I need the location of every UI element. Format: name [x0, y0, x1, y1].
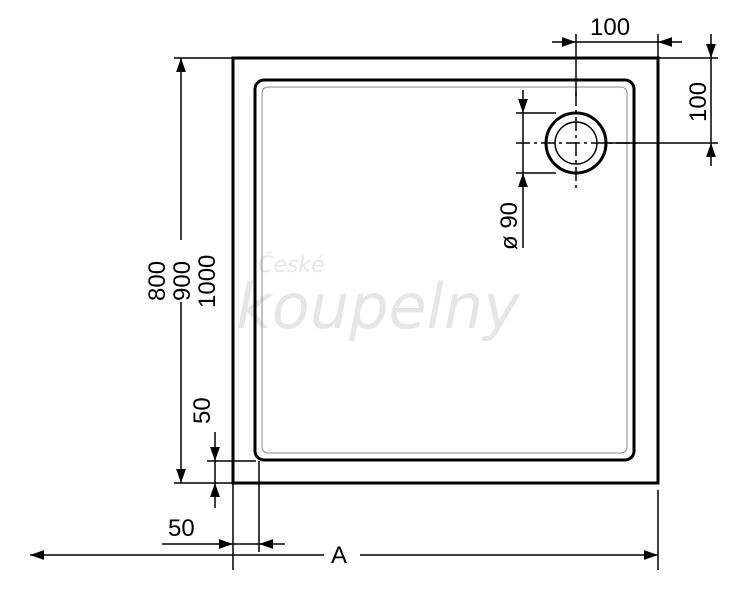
dimension-width: A: [30, 490, 659, 570]
label-drain-diameter: ø 90: [496, 202, 523, 250]
watermark-line1: České: [258, 252, 325, 278]
label-top-offset: 100: [590, 14, 630, 41]
label-inner-bottom: 50: [189, 397, 216, 424]
watermark-line2: koupelny: [236, 270, 521, 343]
dimension-inner-bottom: 50: [189, 397, 256, 508]
dimension-inner-left: 50: [162, 461, 285, 570]
label-inner-left: 50: [168, 515, 195, 542]
dimension-drain-diameter: ø 90: [496, 90, 556, 250]
label-right-offset: 100: [685, 82, 712, 122]
drain: [516, 92, 638, 192]
tray-outer-outline: [231, 56, 660, 485]
basin-inner-rim: [261, 86, 628, 454]
label-height-900: 900: [169, 261, 196, 301]
label-height-1000: 1000: [194, 255, 221, 308]
basin-inner-outline: [253, 78, 636, 462]
label-width: A: [331, 542, 347, 569]
dimension-top-offset: 100: [552, 14, 682, 96]
watermark: České koupelny: [236, 252, 521, 343]
dimension-right-offset: 100: [606, 34, 718, 166]
label-height-800: 800: [144, 261, 171, 301]
dimension-height: 800 900 1000: [144, 57, 233, 484]
